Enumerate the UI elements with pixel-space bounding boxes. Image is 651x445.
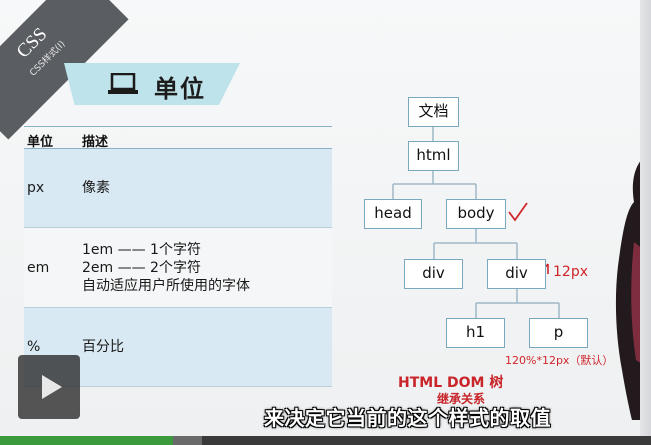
header-unit: 单位 [27,135,54,150]
unit-cell: px [27,180,45,196]
dom-node-body: body [446,199,506,229]
table-row: px 像素 [24,149,332,228]
dom-tree-subcaption: 继承关系 [437,392,486,406]
video-subtitle: 来决定它当前的这个样式的取值 [264,406,551,430]
desc-line: 自动适应用户所使用的字体 [82,277,250,294]
play-icon [42,375,62,399]
dom-node-html: html [408,141,459,171]
desc-line: 1em —— 1个字符 [82,241,201,258]
p-formula-annotation: 120%*12px（默认） [505,354,614,367]
table-row: em 1em —— 1个字符 2em —— 2个字符 自动适应用户所使用的字体 [24,228,332,308]
desc-line: 2em —— 2个字符 [82,259,201,276]
desc-cell: 像素 [82,180,110,196]
check-mark-icon [508,202,528,222]
laptop-icon [108,73,138,94]
dom-node-h1: h1 [446,318,505,348]
unit-cell: % [27,339,41,355]
div-size-annotation: 12px [553,264,588,280]
dom-node-document: 文档 [408,97,459,127]
unit-cell: em [27,259,50,276]
dom-node-div: div [404,259,463,289]
progress-played [0,436,173,445]
table-header: 单位 描述 [24,126,332,150]
slide-title-banner: 单位 [64,63,240,105]
dom-node-div: div [487,259,546,289]
slide-title: 单位 [154,75,206,103]
dom-node-p: p [529,318,588,348]
play-button[interactable] [18,355,80,419]
dom-tree-caption: HTML DOM 树 [398,375,504,391]
desc-cell: 百分比 [82,339,124,355]
unit-table: 单位 描述 px 像素 em 1em —— 1个字符 2em —— 2个字符 自… [24,126,332,387]
right-edge [640,0,651,445]
progress-bar[interactable] [0,436,651,445]
header-desc: 描述 [82,135,109,150]
desc-cell: 1em —— 1个字符 2em —— 2个字符 自动适应用户所使用的字体 [82,241,250,295]
dom-node-head: head [364,199,422,229]
